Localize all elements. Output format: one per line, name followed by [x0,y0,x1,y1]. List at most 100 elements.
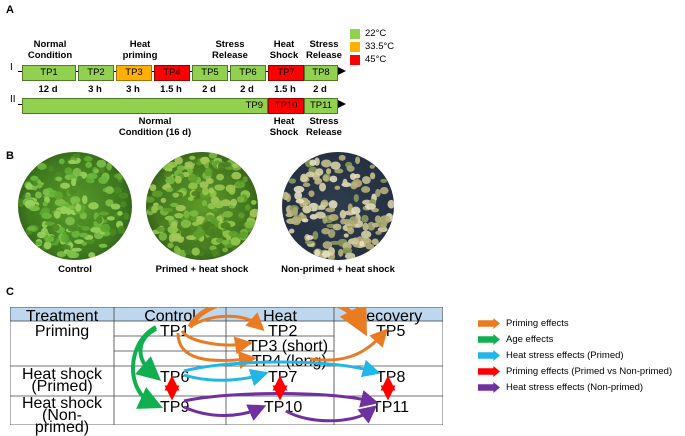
row1-tp4: TP4 [154,65,190,81]
seedling [319,182,326,192]
duration-4: 2 d [202,84,216,95]
arrow-tp1-tp9 [131,325,163,409]
seedling [214,200,225,209]
seedling [62,244,71,250]
row-label-ii: II [10,94,16,105]
seedling [42,201,48,207]
row1-tp1: TP1 [22,65,76,81]
seedling [371,238,379,246]
seedling [172,192,180,198]
seedling [175,204,186,212]
seedling [359,240,365,247]
seedling [349,173,357,180]
duration-2: 3 h [126,84,140,95]
seedling [170,202,179,208]
cell-tp9: TP9 [160,399,190,416]
effects-legend-swatch [478,382,500,393]
seedling [350,181,358,190]
seedling [42,188,50,196]
seedling [351,206,361,215]
seedling [163,171,172,177]
seedling [82,195,88,205]
seedling [318,204,326,210]
seedling [55,176,63,182]
seedling [74,239,85,245]
seedling [343,233,349,238]
seedling [300,173,308,182]
seedling [210,217,218,225]
arrow-tp4-tp5 [309,328,389,362]
header-control: Control [144,308,196,325]
arrow-tp6-tp7 [183,368,269,387]
seedling [90,227,101,233]
seedling [156,226,166,233]
seedling [118,192,129,199]
seedling [112,186,122,194]
effects-legend-swatch [478,334,500,345]
seedling [369,172,376,180]
seedling [191,221,200,227]
seedling [199,242,210,250]
seedling [184,249,193,255]
seedling [36,231,46,239]
seedling [238,231,249,239]
seedling [217,162,226,171]
seedling [302,182,311,187]
effects-legend-item: Heat stress effects (Primed) [478,350,624,361]
plate-nonprimed [282,152,394,260]
seedling [334,168,344,174]
seedling [238,212,245,219]
seedling [173,245,180,254]
seedling [75,203,82,212]
swatch-green [350,28,360,39]
seedling [188,182,198,190]
seedling [100,223,111,233]
seedling [117,210,123,216]
seedling [322,241,333,249]
seedling [338,248,344,257]
seedling [88,202,99,210]
seedling [85,239,94,244]
seedling [364,238,372,245]
seedling [328,213,339,221]
seedling [326,168,332,175]
seedling [204,167,213,177]
cell-tp10: TP10 [264,399,303,416]
seedling [182,227,192,235]
seedling [244,220,256,229]
seedling [309,159,317,166]
seedling [60,234,69,243]
seedling [379,186,389,195]
effects-legend-swatch [478,366,500,377]
seedling [68,159,77,165]
seedling [292,207,299,215]
seedling [304,240,314,245]
seedling [105,186,114,194]
seedling [302,205,312,214]
seedling [232,163,239,169]
seedling [244,204,251,211]
seedling [40,207,50,215]
row-priming: Priming [34,323,90,340]
seedling [26,226,36,231]
seedling [214,184,225,191]
seedling [346,165,355,172]
seedling [353,194,359,202]
seedling [216,228,223,237]
seedling [355,156,361,165]
tp11-bar: TP11 [304,98,338,114]
seedling [25,182,33,190]
seedling [314,179,322,185]
arrow-tp1-tp3 [180,329,253,355]
seedling [282,191,289,201]
seedling [64,167,73,175]
seedling [54,191,64,200]
seedling [208,187,215,194]
seedling [44,221,56,226]
plate-nonprimed-seedlings [282,154,394,260]
seedling [288,228,295,234]
seedling [72,167,82,177]
